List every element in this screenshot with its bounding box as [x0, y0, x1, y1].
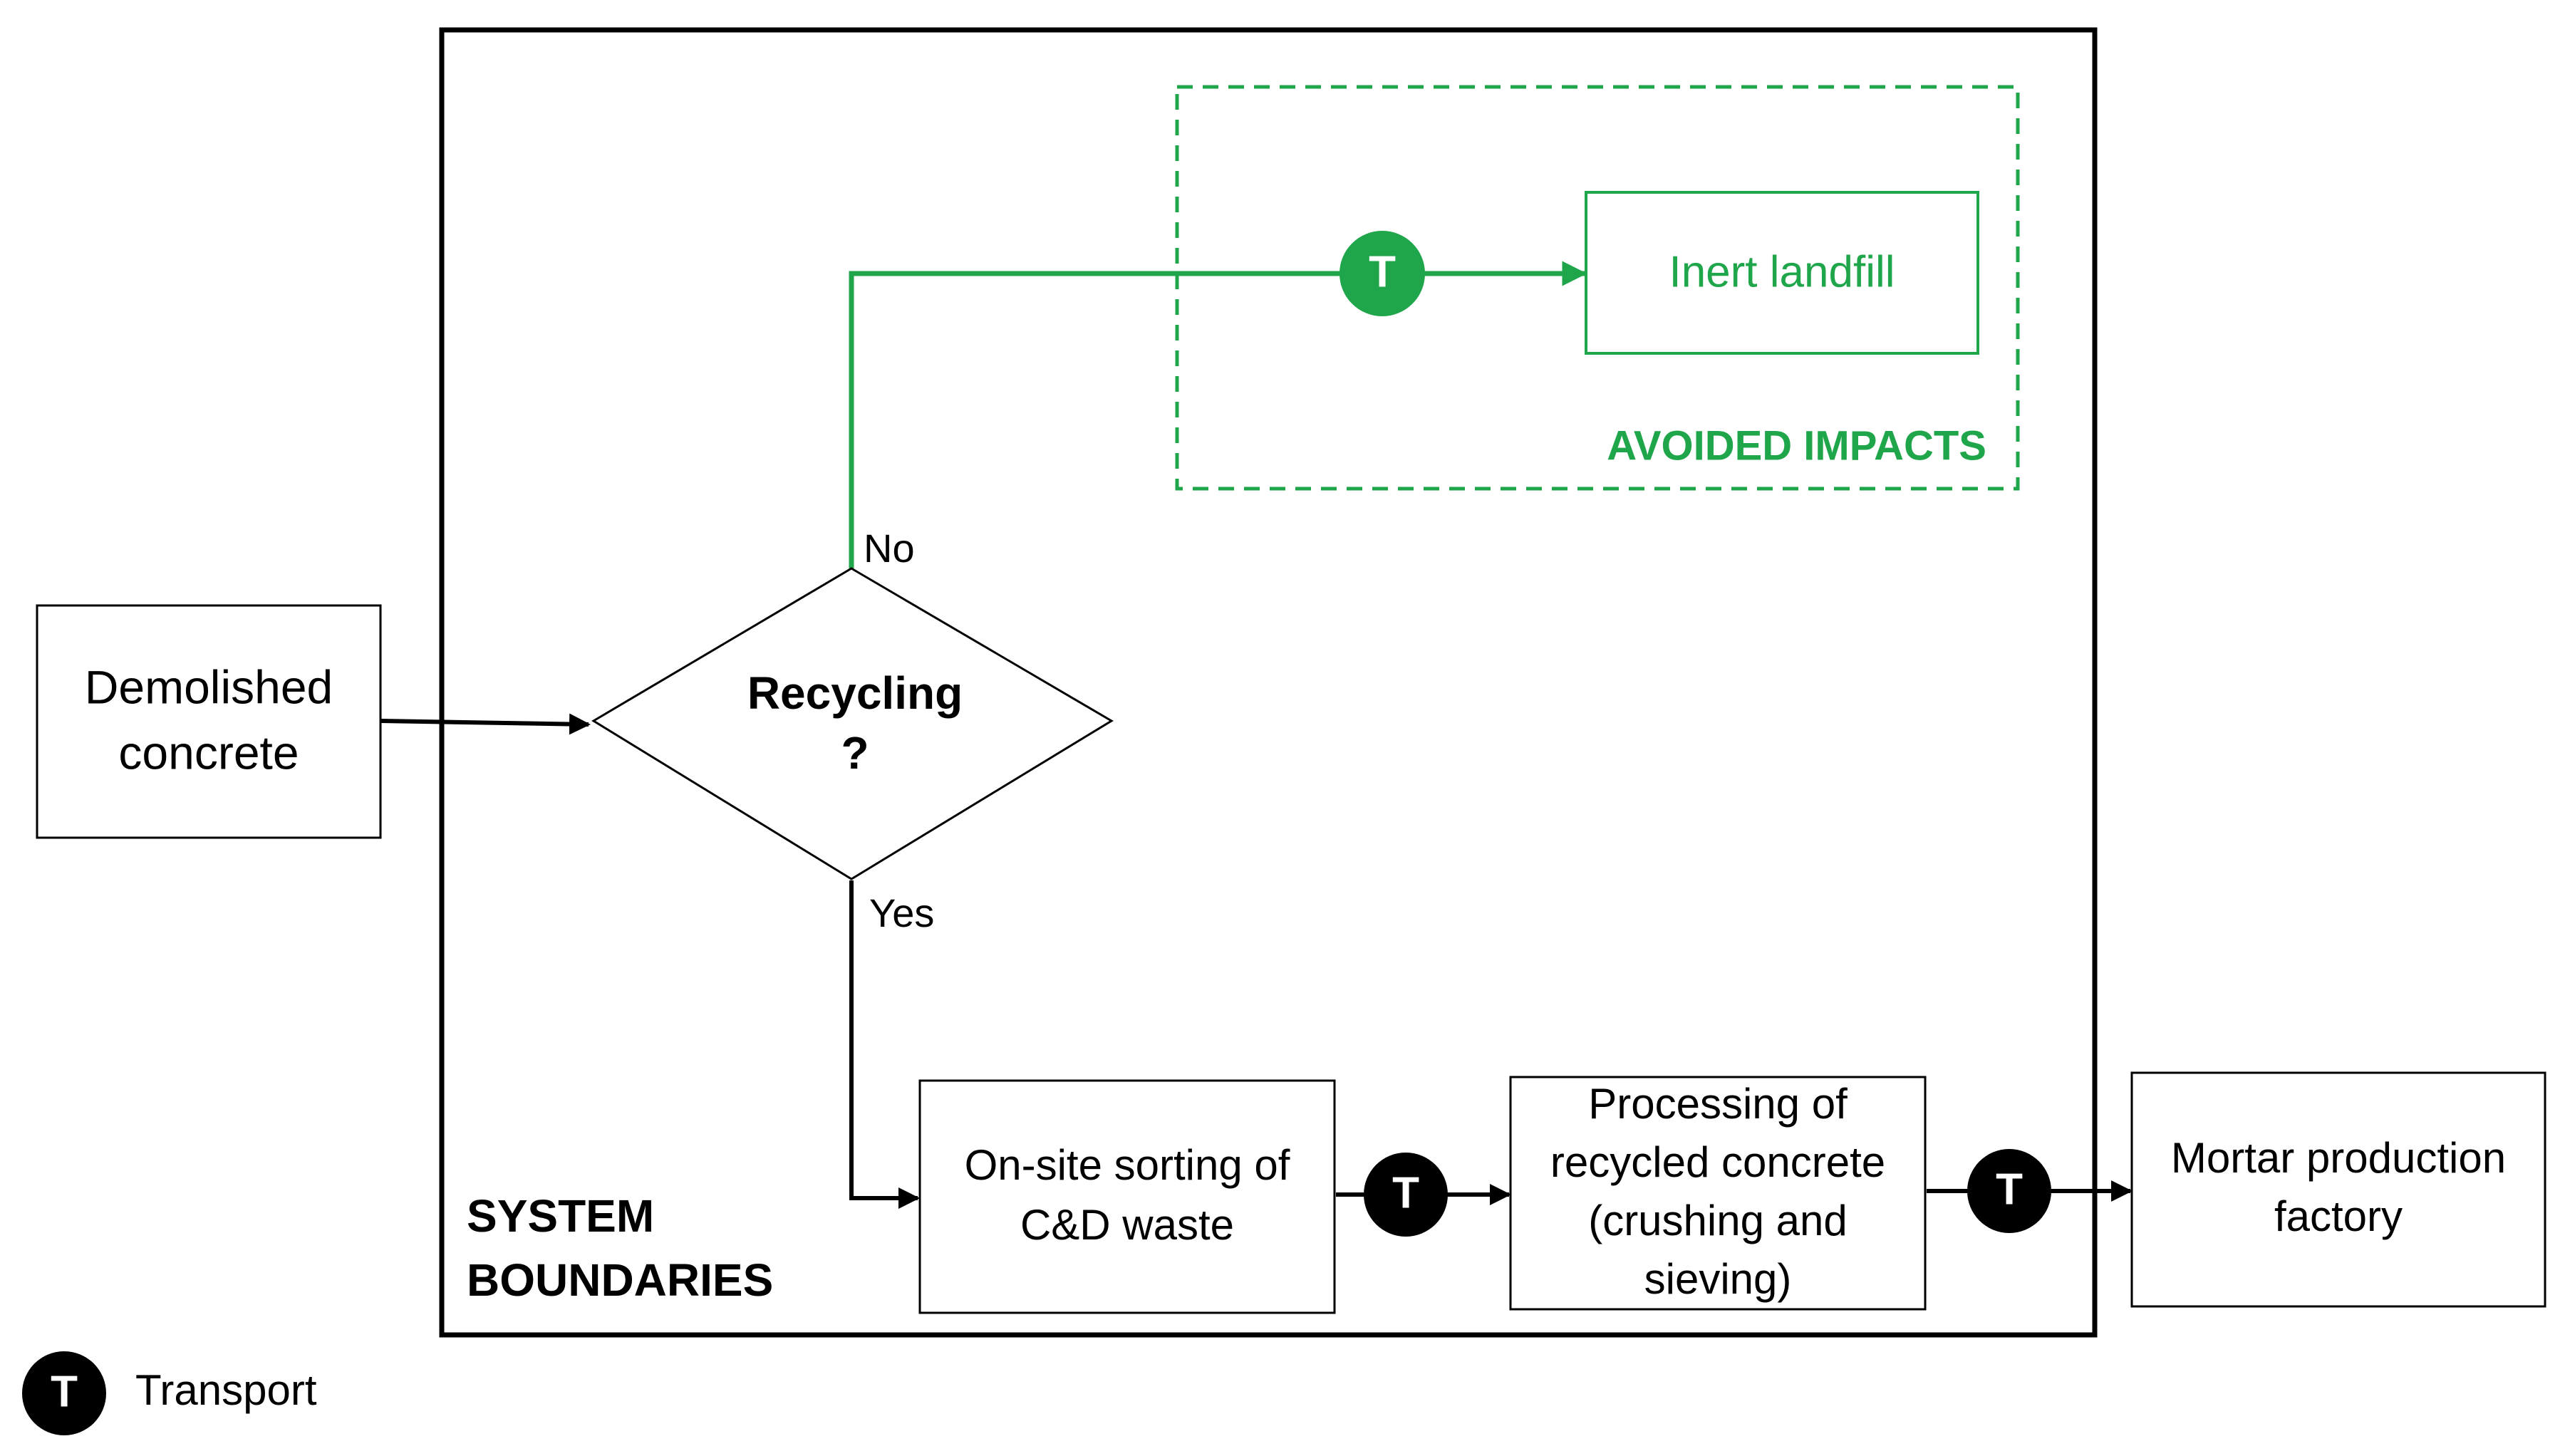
legend-transport-icon-label: T	[51, 1367, 78, 1416]
edge-label-yes: Yes	[869, 890, 934, 935]
node-mortar-factory-line-2: factory	[2274, 1192, 2403, 1240]
node-processing-line-2: recycled concrete	[1550, 1138, 1885, 1186]
node-demolished-concrete	[36, 604, 382, 839]
node-onsite-sorting-line-1: On-site sorting of	[965, 1141, 1290, 1189]
node-demolished-concrete-line-1: Demolished	[85, 660, 333, 713]
node-recycling-decision-line-2: ?	[841, 727, 869, 779]
transport-marker-sorting-processing	[1364, 1153, 1448, 1237]
avoided-impacts-label: AVOIDED IMPACTS	[1607, 422, 1986, 469]
node-recycling-decision	[591, 567, 1114, 880]
node-inert-landfill	[1585, 191, 1979, 355]
system-boundaries-label-line-2: BOUNDARIES	[467, 1254, 773, 1306]
node-recycling-decision-line-1: Recycling	[747, 667, 963, 719]
transport-marker-processing-mortar-label: T	[1996, 1165, 2023, 1214]
node-processing-line-4: sieving)	[1644, 1255, 1792, 1303]
legend-transport-icon	[22, 1351, 106, 1435]
node-processing-line-1: Processing of	[1588, 1080, 1848, 1128]
node-mortar-factory-line-1: Mortar production	[2171, 1134, 2506, 1182]
transport-marker-processing-mortar	[1967, 1149, 2051, 1233]
edge-label-no: No	[864, 526, 915, 571]
node-onsite-sorting-line-2: C&D waste	[1020, 1201, 1234, 1249]
node-onsite-sorting	[918, 1079, 1336, 1314]
node-inert-landfill-label: Inert landfill	[1669, 247, 1895, 296]
transport-marker-sorting-processing-label: T	[1392, 1168, 1419, 1217]
system-boundaries-label-line-1: SYSTEM	[467, 1190, 654, 1242]
node-mortar-factory	[2130, 1071, 2546, 1308]
node-processing-line-3: (crushing and	[1588, 1197, 1848, 1244]
edge-demolished-to-decision	[380, 713, 591, 735]
avoided-impacts-frame	[1175, 85, 2020, 491]
legend-transport-text: Transport	[135, 1366, 317, 1414]
node-demolished-concrete-line-2: concrete	[118, 726, 299, 779]
edge-decision-no-to-landfill	[849, 261, 1587, 568]
transport-marker-green	[1340, 231, 1425, 316]
node-processing	[1509, 1076, 1927, 1311]
system-boundaries-frame	[439, 27, 2098, 1338]
transport-marker-green-label: T	[1369, 247, 1396, 296]
edge-decision-yes-to-sorting	[849, 880, 920, 1209]
